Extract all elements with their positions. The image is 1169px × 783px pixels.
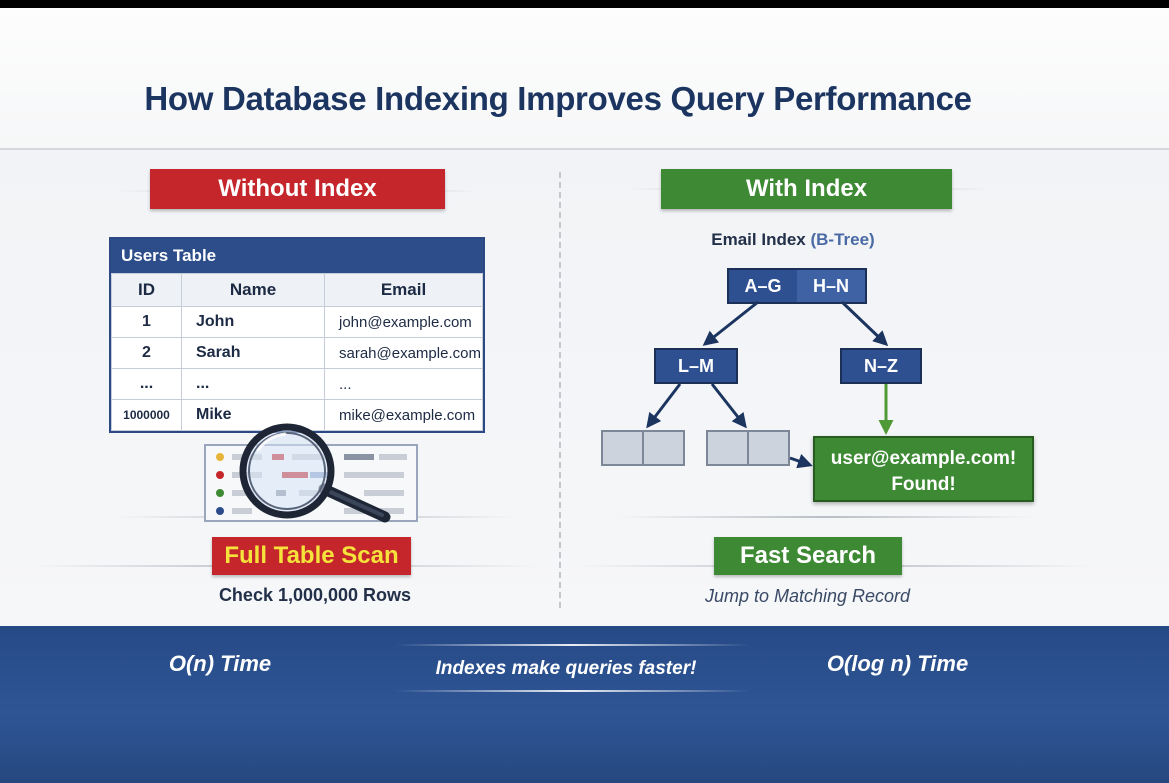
table-row: ... ... ... [111,368,483,400]
btree-root-node: A–G H–N [727,268,867,304]
row-bar [344,472,404,478]
row-bar [232,508,252,514]
found-text: Found! [891,474,956,495]
index-name: Email Index [711,230,806,249]
header-divider [0,148,1169,150]
users-table: Users Table ID Name Email 1 John john@ex… [109,237,485,433]
with-index-banner: With Index [661,169,952,209]
top-border [0,0,1169,8]
cell-email: sarah@example.com [324,337,483,369]
tree-arrow [840,300,889,347]
cell-name: Sarah [181,337,325,369]
fast-search-label: Fast Search [714,537,902,575]
btree-leaf [601,430,644,466]
header [0,8,1169,150]
btree-leaf [747,430,790,466]
cell-name: ... [181,368,325,400]
btree-node-l-m: L–M [654,348,738,384]
row-bar [364,490,404,496]
table-row: 2 Sarah sarah@example.com [111,337,483,369]
page-title: How Database Indexing Improves Query Per… [144,80,972,117]
row-bar [379,454,407,460]
column-header: Email [324,273,483,307]
footer-left-complexity: O(n) Time [168,651,272,676]
cell-name: Mike [181,399,325,431]
cell-email: mike@example.com [324,399,483,431]
row-bar [232,490,254,496]
center-divider [559,172,561,608]
row-dot [216,489,224,497]
found-email: user@example.com! [830,448,1017,469]
found-record: user@example.com! Found! [813,436,1034,502]
tree-arrow [646,383,682,429]
footer-line [395,644,750,646]
tree-arrow [710,383,747,429]
cell-id: 1 [111,306,182,338]
table-row: 1 John john@example.com [111,306,483,338]
footer-bar [0,626,1169,783]
root-key-left: A–G [729,270,797,302]
column-header: Name [181,273,325,307]
footer-right-complexity: O(log n) Time [826,651,969,676]
btree-node-n-z: N–Z [840,348,922,384]
cell-email: john@example.com [324,306,483,338]
full-table-scan-label: Full Table Scan [212,537,411,575]
root-key-right: H–N [797,270,865,302]
table-row: 1000000 Mike mike@example.com [111,399,483,431]
row-dot [216,471,224,479]
row-dot [216,507,224,515]
without-index-banner: Without Index [150,169,445,209]
btree-leaf [642,430,685,466]
magnifier-icon [239,423,391,523]
search-caption: Jump to Matching Record [704,586,911,606]
index-type: (B-Tree) [810,230,875,249]
cell-id: 1000000 [111,399,182,431]
row-dot [216,453,224,461]
table-title: Users Table [111,239,483,273]
table-grid: ID Name Email 1 John john@example.com 2 … [111,273,483,431]
row-bar [344,454,374,460]
shelf-line [615,516,1035,518]
footer-line [395,690,750,692]
footer-tagline: Indexes make queries faster! [435,658,697,679]
found-pointer-arrow [789,453,813,469]
index-title: Email Index (B-Tree) [663,230,923,250]
tree-arrow [702,300,759,346]
scan-caption: Check 1,000,000 Rows [218,585,412,605]
table-header-row: ID Name Email [111,273,483,307]
